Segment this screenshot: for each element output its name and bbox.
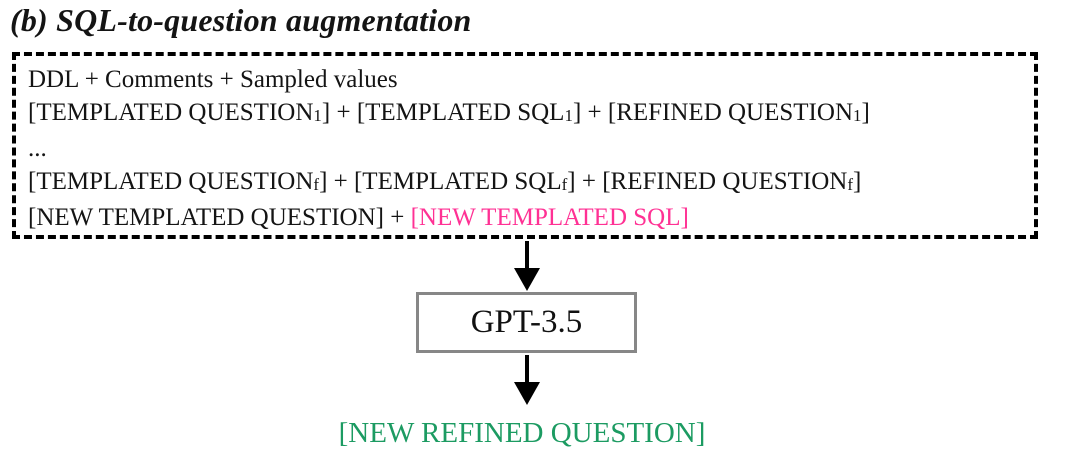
arrow-down-icon	[525, 241, 529, 271]
model-box: GPT-3.5	[416, 292, 637, 353]
arrow-down-icon	[514, 268, 540, 291]
arrow-down-icon	[525, 355, 529, 385]
prompt-line: [TEMPLATED QUESTION1] + [TEMPLATED SQL1]…	[28, 99, 870, 126]
prompt-input-box: DDL + Comments + Sampled values [TEMPLATE…	[12, 52, 1038, 239]
output-label: [NEW REFINED QUESTION]	[338, 417, 706, 449]
prompt-line: DDL + Comments + Sampled values	[28, 66, 398, 93]
prompt-line: [TEMPLATED QUESTIONf] + [TEMPLATED SQLf]…	[28, 168, 862, 196]
prompt-line: [NEW TEMPLATED QUESTION] + [NEW TEMPLATE…	[28, 204, 689, 232]
prompt-lines: DDL + Comments + Sampled values [TEMPLATE…	[28, 63, 1026, 234]
arrow-down-icon	[514, 382, 540, 405]
prompt-line: ...	[28, 135, 47, 163]
model-label: GPT-3.5	[470, 304, 583, 340]
diagram-title: (b) SQL-to-question augmentation	[10, 2, 472, 38]
